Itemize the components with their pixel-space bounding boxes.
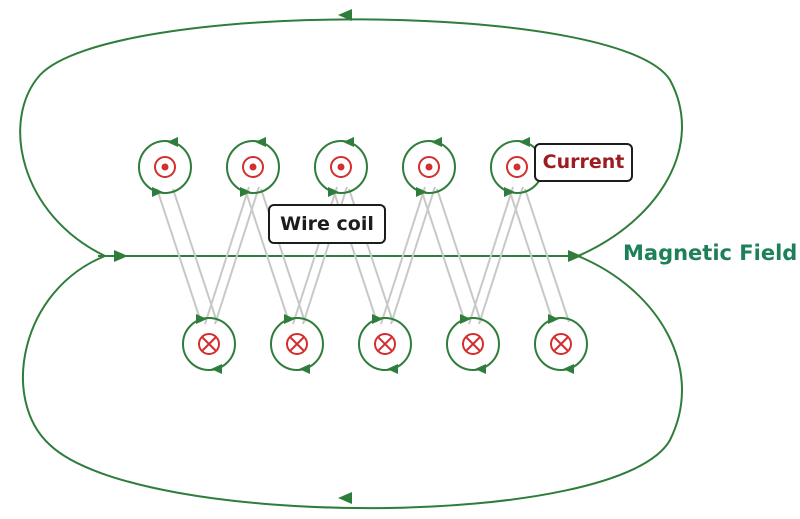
circulation-arrow [548,314,559,324]
wire-segment [524,188,570,323]
circulation-arrow [167,137,178,147]
current-dot [161,163,169,171]
circulation-arrow [255,137,266,147]
wire-segment [172,188,218,323]
current-in-row [182,314,588,374]
wire-segment [156,188,202,323]
current-dot [249,163,257,171]
wire-segment [380,186,426,325]
field-circle [314,140,368,194]
conductor-in [270,314,324,374]
current-out-icon [418,156,440,178]
circulation-arrow [211,364,222,374]
current-out-icon [154,156,176,178]
conductor-in [182,314,236,374]
conductor-out [314,137,368,197]
field-circle [270,317,324,371]
circulation-arrow [152,187,163,197]
field-circle [358,317,412,371]
arrow-axis-right [568,250,582,262]
current-out-row [138,137,544,197]
field-circle [446,317,500,371]
arrow-bottom-loop [338,492,352,504]
circulation-arrow [460,314,471,324]
field-circle [402,140,456,194]
cross-stroke [553,336,569,352]
circulation-arrow [196,314,207,324]
field-circle [534,317,588,371]
arrow-top-loop [338,9,352,21]
circulation-arrow [504,187,515,197]
circulation-arrow [519,137,530,147]
circulation-arrow [431,137,442,147]
conductor-out [402,137,456,197]
conductor-in [358,314,412,374]
current-out-icon [242,156,264,178]
current-dot [425,163,433,171]
field-loop-top [19,18,683,257]
current-in-icon [550,333,572,355]
conductor-out [226,137,280,197]
conductor-out [138,137,192,197]
circulation-arrow [475,364,486,374]
field-arrows [114,9,582,504]
current-dot [337,163,345,171]
wire-segment [468,186,514,325]
current-label: Current [534,143,633,182]
wire-segment [244,188,290,323]
cross-stroke [201,336,217,352]
cross-stroke [465,336,481,352]
circulation-arrow [284,314,295,324]
magnetic-field-label: Magnetic Field [623,241,798,265]
circulation-arrow [387,364,398,374]
field-circle [226,140,280,194]
field-circle [138,140,192,194]
circulation-arrow [328,187,339,197]
field-loop-bottom [21,255,683,510]
wire-segment [508,188,554,323]
current-in-icon [198,333,220,355]
conductor-in [446,314,500,374]
current-in-icon [286,333,308,355]
wire-segment [420,188,466,323]
current-out-icon [506,156,528,178]
circulation-arrow [372,314,383,324]
cross-stroke [289,336,305,352]
arrow-axis-left [114,250,128,262]
wire-segment [436,188,482,323]
wire-segment [204,186,250,325]
wire-coil-label: Wire coil [268,204,386,244]
current-dot [513,163,521,171]
current-in-icon [374,333,396,355]
current-out-icon [330,156,352,178]
current-in-icon [462,333,484,355]
conductor-in [534,314,588,374]
field-circle [182,317,236,371]
circulation-arrow [563,364,574,374]
circulation-arrow [299,364,310,374]
cross-stroke [377,336,393,352]
circulation-arrow [343,137,354,147]
circulation-arrow [416,187,427,197]
circulation-arrow [240,187,251,197]
